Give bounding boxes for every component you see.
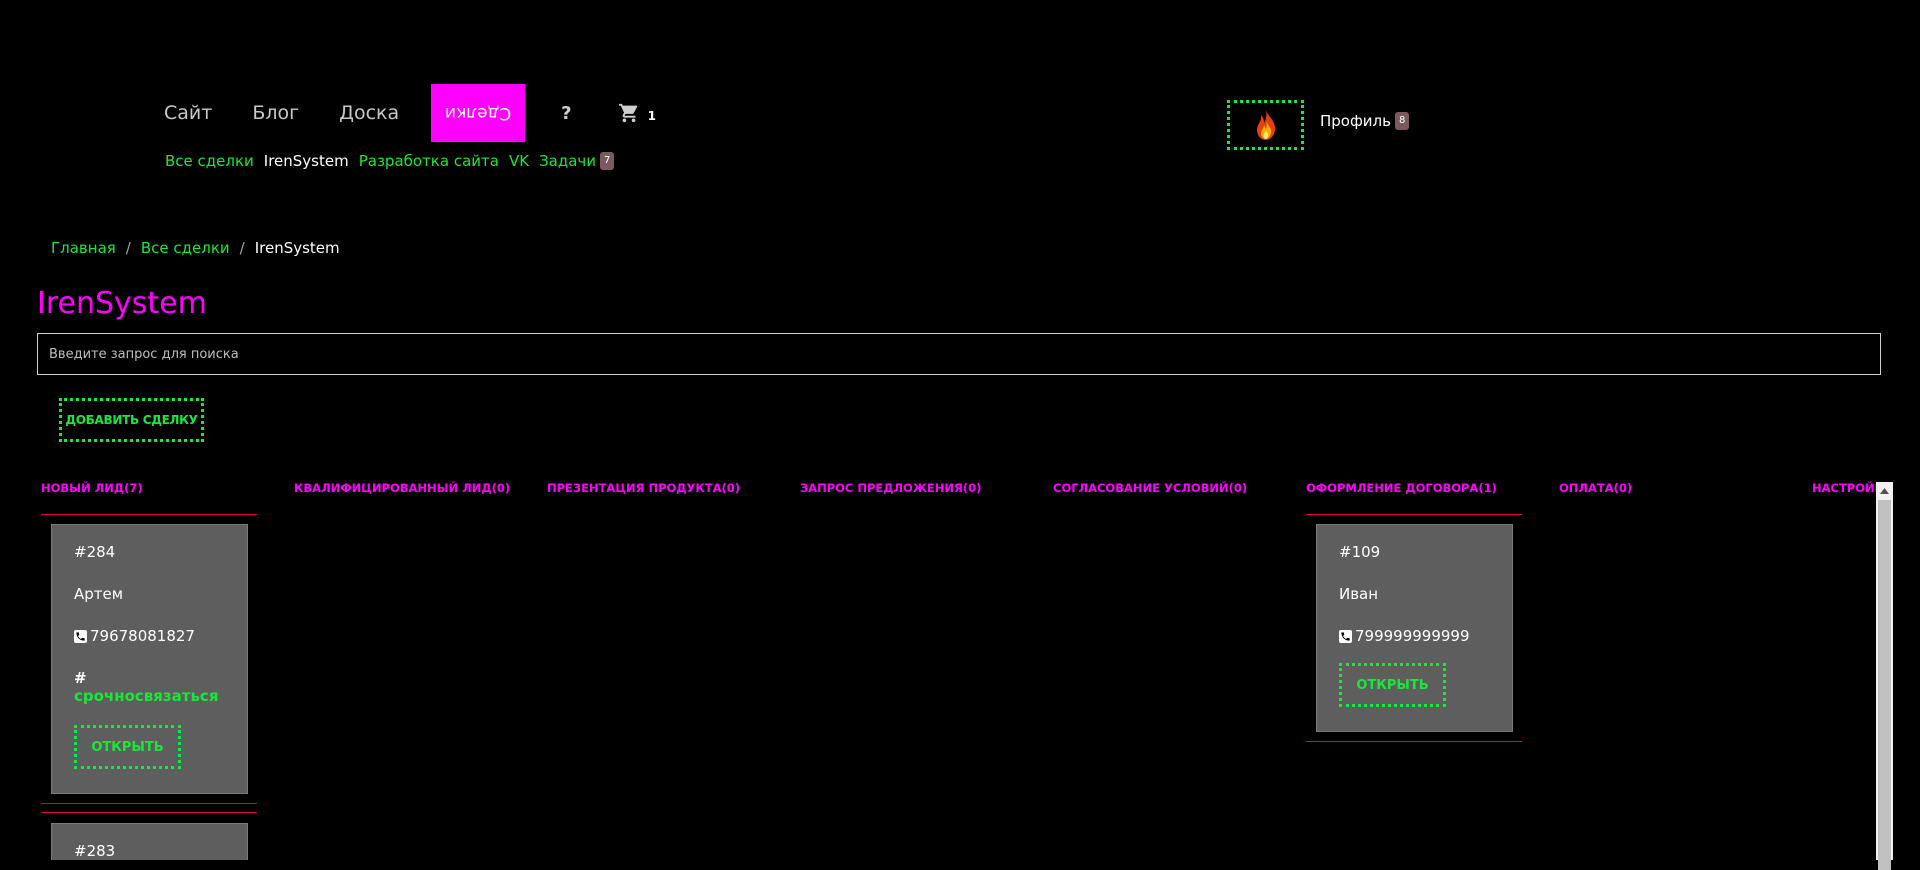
- column-title[interactable]: НАСТРОЙК: [1812, 481, 1876, 495]
- profile-badge: 8: [1394, 112, 1410, 130]
- column-terms-agreement: СОГЛАСОВАНИЕ УСЛОВИЙ(0): [1053, 478, 1269, 499]
- add-deal-button[interactable]: ДОБАВИТЬ СДЕЛКУ: [59, 398, 204, 442]
- deal-number: #109: [1339, 543, 1381, 561]
- column-divider: [1306, 741, 1522, 742]
- column-divider: [41, 812, 257, 813]
- column-divider: [41, 803, 257, 804]
- page-title: IrenSystem: [37, 286, 207, 321]
- deal-card: #109 Иван 799999999999 ОТКРЫТЬ: [1316, 524, 1513, 732]
- column-title[interactable]: СОГЛАСОВАНИЕ УСЛОВИЙ(0): [1053, 481, 1248, 495]
- sub-nav: Все сделки IrenSystem Разработка сайта V…: [165, 152, 615, 170]
- cart-count: 1: [647, 109, 656, 123]
- column-proposal-request: ЗАПРОС ПРЕДЛОЖЕНИЯ(0): [800, 478, 1016, 499]
- column-title[interactable]: ОФОРМЛЕНИЕ ДОГОВОРА(1): [1306, 481, 1497, 495]
- phone-icon: [1339, 629, 1352, 643]
- column-title[interactable]: НОВЫЙ ЛИД(7): [41, 481, 143, 495]
- fire-icon: [1256, 110, 1275, 140]
- board-scrollbar[interactable]: [1876, 482, 1893, 870]
- deal-phone-number: 799999999999: [1355, 627, 1470, 645]
- deal-phone: 799999999999: [1339, 627, 1490, 645]
- main-nav: Сайт Блог Доска Сделки ? 1: [164, 84, 656, 142]
- subnav-all-deals[interactable]: Все сделки: [165, 152, 254, 170]
- deal-phone: 79678081827: [74, 627, 225, 645]
- deal-phone-number: 79678081827: [90, 627, 195, 645]
- breadcrumb-home[interactable]: Главная: [51, 239, 116, 257]
- deal-contact-name: Артем: [74, 585, 124, 603]
- breadcrumb-all-deals[interactable]: Все сделки: [140, 239, 230, 257]
- breadcrumb-sep: /: [125, 239, 131, 257]
- column-new-lead: НОВЫЙ ЛИД(7) #284 Артем 79678081827 # ср…: [41, 478, 257, 860]
- phone-icon: [74, 629, 87, 643]
- deal-tag: # срочносвязаться: [74, 669, 225, 705]
- deal-number: #284: [74, 543, 116, 561]
- cart-icon: [618, 103, 637, 123]
- fire-button[interactable]: [1227, 100, 1304, 150]
- column-settings: НАСТРОЙК: [1812, 478, 1876, 499]
- deal-tag-hash: #: [74, 669, 87, 687]
- column-title[interactable]: ОПЛАТА(0): [1559, 481, 1633, 495]
- column-title[interactable]: ПРЕЗЕНТАЦИЯ ПРОДУКТА(0): [547, 481, 741, 495]
- deals-board: НОВЫЙ ЛИД(7) #284 Артем 79678081827 # ср…: [0, 478, 1884, 860]
- column-title[interactable]: ЗАПРОС ПРЕДЛОЖЕНИЯ(0): [800, 481, 982, 495]
- breadcrumb-current: IrenSystem: [254, 239, 340, 257]
- subnav-vk[interactable]: VK: [508, 152, 530, 170]
- cart-link[interactable]: 1: [618, 102, 656, 124]
- deal-contact-name: Иван: [1339, 585, 1379, 603]
- scroll-up-icon[interactable]: [1876, 482, 1893, 499]
- scroll-thumb[interactable]: [1878, 500, 1891, 870]
- column-title[interactable]: КВАЛИФИЦИРОВАННЫЙ ЛИД(0): [294, 481, 511, 495]
- deal-card: #284 Артем 79678081827 # срочносвязаться…: [51, 524, 248, 794]
- column-divider: [1306, 514, 1522, 515]
- column-qualified-lead: КВАЛИФИЦИРОВАННЫЙ ЛИД(0): [294, 478, 510, 499]
- nav-board[interactable]: Доска: [339, 102, 400, 124]
- column-product-presentation: ПРЕЗЕНТАЦИЯ ПРОДУКТА(0): [547, 478, 763, 499]
- column-divider: [41, 514, 257, 515]
- profile-label: Профиль: [1320, 112, 1391, 130]
- open-deal-button[interactable]: ОТКРЫТЬ: [1339, 663, 1446, 707]
- subnav-current: IrenSystem: [263, 152, 349, 170]
- column-payment: ОПЛАТА(0): [1559, 478, 1775, 499]
- nav-blog[interactable]: Блог: [252, 102, 300, 124]
- tasks-badge: 7: [600, 152, 615, 170]
- deal-number: #283: [74, 842, 116, 860]
- help-link[interactable]: ?: [561, 102, 572, 124]
- nav-site[interactable]: Сайт: [164, 102, 213, 124]
- subnav-tasks[interactable]: Задачи: [539, 152, 597, 170]
- deal-tag-text[interactable]: срочносвязаться: [74, 687, 219, 705]
- profile-link[interactable]: Профиль 8: [1320, 112, 1410, 130]
- search-input[interactable]: [37, 333, 1881, 375]
- nav-deals-active[interactable]: Сделки: [431, 84, 526, 142]
- open-deal-button[interactable]: ОТКРЫТЬ: [74, 725, 181, 769]
- column-contract: ОФОРМЛЕНИЕ ДОГОВОРА(1) #109 Иван 7999999…: [1306, 478, 1522, 742]
- deal-card: #283: [51, 823, 248, 860]
- nav-deals-label: Сделки: [445, 103, 512, 123]
- subnav-site-dev[interactable]: Разработка сайта: [358, 152, 499, 170]
- breadcrumb-sep: /: [239, 239, 245, 257]
- breadcrumb: Главная / Все сделки / IrenSystem: [51, 239, 340, 257]
